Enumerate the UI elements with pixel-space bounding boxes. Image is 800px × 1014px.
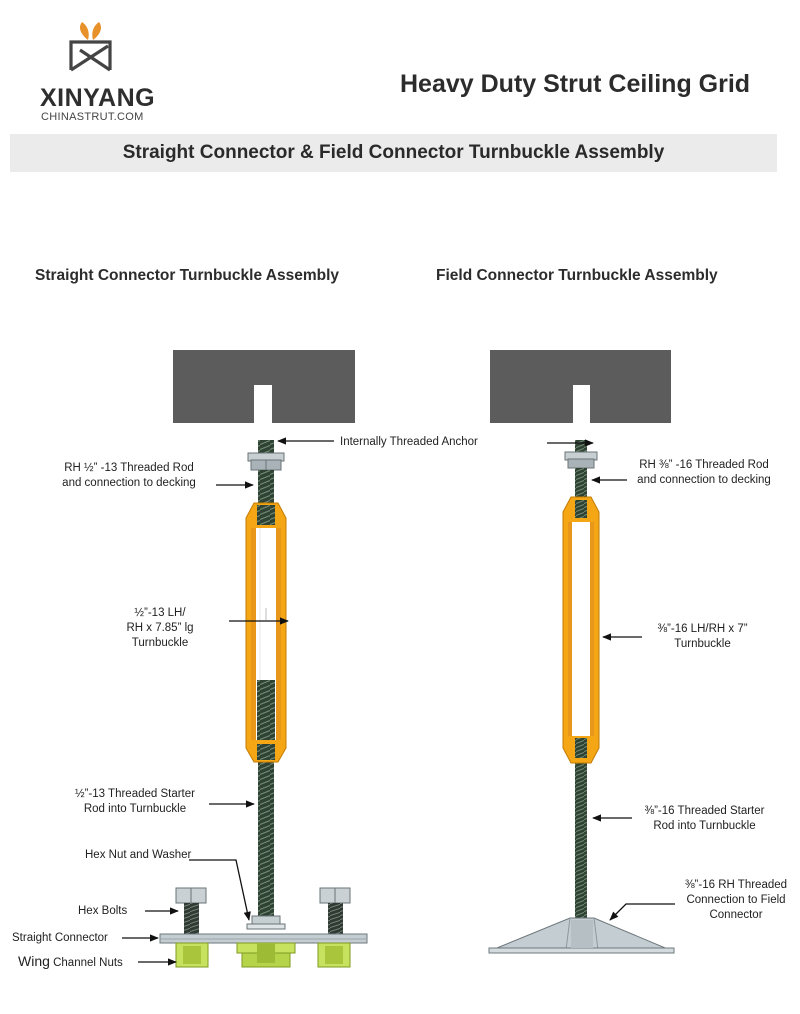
right-field-line1: ⅜”-16 RH Threaded xyxy=(684,879,788,891)
arrow-left-hexnut xyxy=(189,859,251,921)
right-rod-label: RH ⅜” -16 Threaded Rod and connection to… xyxy=(628,458,780,488)
left-top-rod xyxy=(258,440,274,456)
left-starter-line2: Rod into Turnbuckle xyxy=(83,803,187,815)
right-concrete-slab xyxy=(490,350,671,423)
right-field-connector xyxy=(488,917,675,954)
brand-logo-icon xyxy=(69,22,112,72)
subtitle-banner: Straight Connector & Field Connector Tur… xyxy=(10,134,777,172)
left-starter-line1: ½”-13 Threaded Starter xyxy=(75,788,195,800)
brand-name: XINYANG xyxy=(40,84,156,112)
left-hex-bolt-1 xyxy=(175,887,207,934)
anchor-label: Internally Threaded Anchor xyxy=(340,436,478,448)
left-hex-bolt-2 xyxy=(319,887,351,934)
left-hex-nut-washer xyxy=(246,915,286,930)
left-rod-label-line2: and connection to decking xyxy=(62,477,196,489)
right-field-line2: Connection to Field xyxy=(686,894,786,906)
wing-rest: Channel Nuts xyxy=(49,957,123,969)
right-starter-label: ⅜”-16 Threaded Starter Rod into Turnbuck… xyxy=(632,804,777,834)
left-straight-connector xyxy=(159,933,368,944)
left-turnbuckle-line2: RH x 7.85” lg xyxy=(126,622,194,634)
left-wing-channel-nut-3 xyxy=(317,942,351,968)
hex-bolts-label: Hex Bolts xyxy=(78,905,128,917)
right-assembly xyxy=(488,350,675,954)
right-rod-label-line1: RH ⅜” -16 Threaded Rod xyxy=(639,459,769,471)
left-anchor-nut xyxy=(247,452,285,471)
right-starter-line2: Rod into Turnbuckle xyxy=(653,820,756,832)
left-turnbuckle xyxy=(245,502,287,763)
right-turnbuckle-line1: ⅜”-16 LH/RH x 7” xyxy=(657,623,748,635)
right-field-label: ⅜”-16 RH Threaded Connection to Field Co… xyxy=(676,878,796,923)
right-rod-label-line2: and connection to decking xyxy=(637,474,771,486)
left-section-title: Straight Connector Turnbuckle Assembly xyxy=(35,267,340,284)
left-starter-label: ½”-13 Threaded Starter Rod into Turnbuck… xyxy=(60,787,210,817)
left-turnbuckle-line1: ½”-13 LH/ xyxy=(134,607,186,619)
right-turnbuckle xyxy=(562,496,600,764)
wing-channel-nuts-label: Wing Channel Nuts xyxy=(18,954,123,971)
left-turnbuckle-line3: Turnbuckle xyxy=(131,637,189,649)
right-anchor-nut xyxy=(564,451,598,469)
right-starter-rod xyxy=(575,755,587,925)
left-concrete-slab xyxy=(173,350,355,423)
page-title: Heavy Duty Strut Ceiling Grid xyxy=(400,70,751,98)
leader-arrows xyxy=(122,437,675,966)
right-starter-line1: ⅜”-16 Threaded Starter xyxy=(644,805,765,817)
right-field-line3: Connector xyxy=(709,909,763,921)
left-wing-channel-nut-1 xyxy=(175,942,209,968)
left-wing-channel-nut-2 xyxy=(236,942,296,968)
page-subtitle: Straight Connector & Field Connector Tur… xyxy=(122,142,665,163)
right-turnbuckle-line2: Turnbuckle xyxy=(674,638,731,650)
arrow-right-field xyxy=(609,903,675,921)
hex-nut-washer-label: Hex Nut and Washer xyxy=(85,849,192,861)
left-rod-label: RH ½” -13 Threaded Rod and connection to… xyxy=(40,461,218,491)
brand-site: CHINASTRUT.COM xyxy=(41,111,144,123)
straight-connector-label: Straight Connector xyxy=(12,932,108,944)
left-starter-rod xyxy=(258,745,274,925)
wing-word: Wing xyxy=(18,953,50,969)
right-turnbuckle-label: ⅜”-16 LH/RH x 7” Turnbuckle xyxy=(640,622,765,652)
left-assembly xyxy=(159,350,368,968)
left-turnbuckle-label: ½”-13 LH/ RH x 7.85” lg Turnbuckle xyxy=(100,606,220,651)
right-section-title: Field Connector Turnbuckle Assembly xyxy=(436,267,718,284)
left-rod-label-line1: RH ½” -13 Threaded Rod xyxy=(64,462,194,474)
